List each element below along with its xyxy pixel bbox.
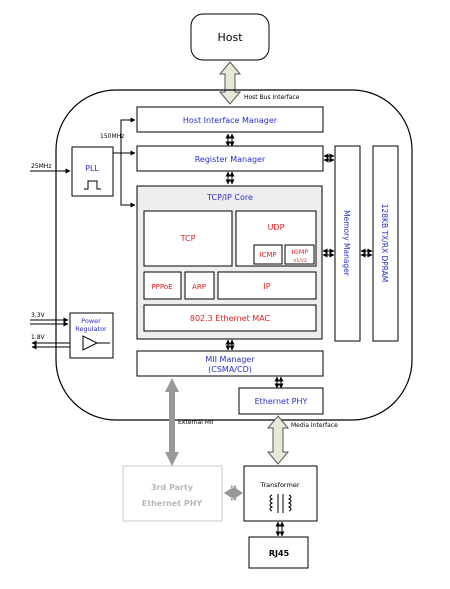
- register-manager-box: [136, 145, 324, 172]
- core-memory-connector: [322, 248, 335, 258]
- external-mii-arrow: [165, 378, 179, 466]
- ip-box: [217, 271, 317, 300]
- rm-core-connector: [225, 171, 235, 185]
- transformer-rj45-connector: [275, 521, 285, 537]
- phy-transformer-gray-arrow-body: [224, 485, 243, 501]
- rm-memory-connector: [323, 153, 335, 163]
- rj45-box: [248, 536, 309, 569]
- pll-label: PLL: [85, 164, 99, 173]
- power-regulator-label-line2: Regulator: [75, 325, 107, 333]
- third-party-phy-label-line2: Ethernet PHY: [142, 499, 203, 508]
- dpram-label: 128KB TX/RX DPRAM: [380, 204, 389, 283]
- transformer-label: Transformer: [259, 481, 299, 489]
- tcp-box: [143, 210, 233, 267]
- mii-manager-label-line1: MII Manager: [205, 355, 255, 364]
- pppoe-label: PPPoE: [151, 283, 172, 291]
- mii-manager-box: [136, 350, 324, 377]
- memory-manager-label: Memory Manager: [342, 210, 351, 277]
- ethernet-mac-box: [143, 304, 317, 332]
- v18-output-lines: [31, 340, 70, 350]
- host-box: [190, 13, 270, 61]
- igmp-version-label: V1/V2: [293, 258, 307, 264]
- media-interface-label: Media Interface: [291, 422, 338, 429]
- core-mii-connector: [225, 339, 235, 351]
- v33-label: 3.3V: [31, 312, 46, 319]
- register-manager-label: Register Manager: [195, 155, 266, 164]
- pll-box: [71, 146, 114, 197]
- arp-box: [184, 271, 215, 300]
- regulator-buffer-icon: [82, 335, 99, 351]
- freq-25-label: 25MHz: [31, 163, 51, 170]
- host-bus-interface-label: Host Bus Interface: [244, 94, 300, 101]
- tcp-label: TCP: [180, 234, 196, 243]
- dpram-box: [372, 145, 399, 342]
- icmp-box: [253, 244, 283, 265]
- media-interface-arrow: [266, 415, 290, 465]
- third-party-phy-label-line1: 3rd Party: [151, 483, 194, 492]
- freq-150-label: 150MHz: [100, 133, 124, 140]
- power-regulator-box: [69, 312, 114, 359]
- pppoe-box: [143, 271, 182, 300]
- arp-label: ARP: [192, 283, 206, 291]
- ethernet-phy-label: Ethernet PHY: [255, 397, 308, 406]
- mii-phy-connector: [274, 376, 284, 389]
- udp-label: UDP: [268, 223, 285, 232]
- ethernet-mac-label: 802.3 Ethernet MAC: [190, 314, 271, 323]
- pll-clock-lines: [113, 117, 136, 208]
- host-label: Host: [217, 31, 243, 44]
- rj45-label: RJ45: [269, 549, 290, 558]
- chip-boundary: [55, 89, 413, 421]
- clock-waveform-icon: [84, 180, 101, 190]
- tcpip-core-label: TCP/IP Core: [206, 193, 253, 202]
- ethernet-phy-box: [238, 387, 324, 415]
- external-mii-label: External MII: [178, 419, 214, 426]
- host-interface-manager-box: [136, 106, 324, 133]
- host-interface-manager-label: Host Interface Manager: [183, 116, 278, 125]
- memory-manager-box: [334, 145, 361, 342]
- transformer-coil-icon: [269, 494, 292, 513]
- ip-label: IP: [263, 282, 270, 291]
- him-rm-connector: [225, 133, 235, 147]
- host-bus-arrow: [218, 61, 242, 105]
- icmp-label: ICMP: [259, 251, 276, 259]
- transformer-box: [243, 465, 318, 522]
- memory-dpram-connector: [360, 248, 373, 258]
- power-regulator-label-line1: Power: [81, 317, 101, 325]
- v33-input-lines: [30, 317, 69, 327]
- mii-manager-label-line2: (CSMA/CD): [208, 365, 252, 374]
- third-party-phy-box: [122, 465, 223, 522]
- v18-label: 1.8V: [31, 334, 46, 341]
- igmp-box: [284, 244, 315, 265]
- igmp-label: IGMP: [292, 248, 309, 256]
